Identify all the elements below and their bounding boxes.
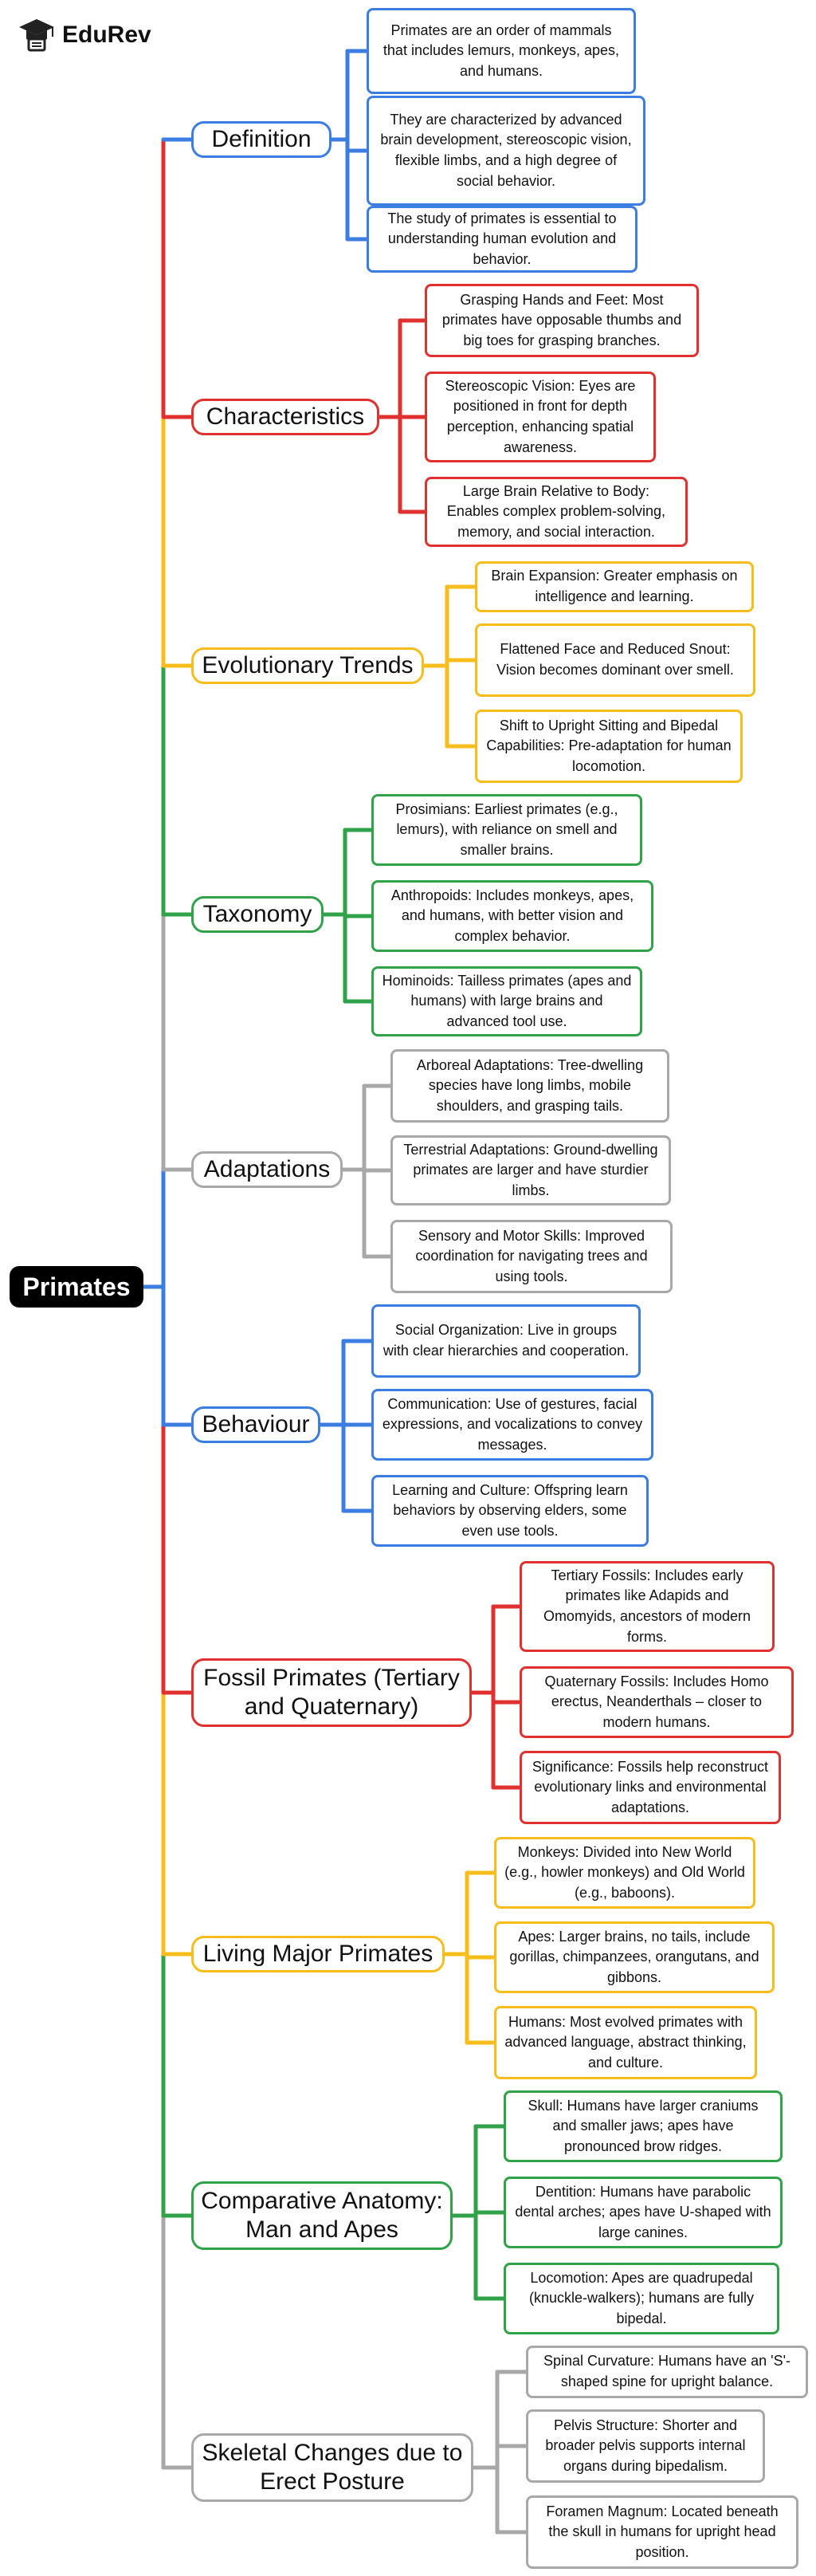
graduation-cap-icon [19, 19, 54, 52]
leaf-taxonomy-1: Prosimians: Earliest primates (e.g., lem… [371, 794, 642, 866]
leaf-characteristics-2: Stereoscopic Vision: Eyes are positioned… [425, 372, 656, 462]
leaf-evolutionary-trends-2: Flattened Face and Reduced Snout: Vision… [475, 623, 755, 697]
leaf-behaviour-3: Learning and Culture: Offspring learn be… [371, 1475, 649, 1547]
leaf-adaptations-3: Sensory and Motor Skills: Improved coord… [390, 1220, 673, 1293]
branch-skeletal-changes: Skeletal Changes due to Erect Posture [191, 2433, 473, 2502]
branch-fossil-primates: Fossil Primates (Tertiary and Quaternary… [191, 1658, 472, 1727]
branch-evolutionary-trends: Evolutionary Trends [191, 647, 424, 684]
leaf-evolutionary-trends-3: Shift to Upright Sitting and Bipedal Cap… [475, 710, 743, 783]
leaf-comparative-anatomy-1: Skull: Humans have larger craniums and s… [504, 2090, 783, 2162]
branch-definition: Definition [191, 121, 332, 158]
branch-adaptations: Adaptations [191, 1151, 343, 1188]
leaf-behaviour-1: Social Organization: Live in groups with… [371, 1304, 641, 1378]
leaf-adaptations-2: Terrestrial Adaptations: Ground-dwelling… [390, 1135, 671, 1205]
leaf-definition-3: The study of primates is essential to un… [367, 206, 638, 273]
leaf-comparative-anatomy-2: Dentition: Humans have parabolic dental … [504, 2177, 783, 2248]
leaf-skeletal-changes-1: Spinal Curvature: Humans have an 'S'-sha… [526, 2346, 808, 2398]
leaf-adaptations-1: Arboreal Adaptations: Tree-dwelling spec… [390, 1049, 669, 1123]
branch-comparative-anatomy: Comparative Anatomy: Man and Apes [191, 2181, 453, 2250]
leaf-skeletal-changes-3: Foramen Magnum: Located beneath the skul… [526, 2495, 798, 2569]
root-node: Primates [10, 1266, 143, 1308]
leaf-living-major-primates-2: Apes: Larger brains, no tails, include g… [494, 1921, 775, 1993]
leaf-taxonomy-3: Hominoids: Tailless primates (apes and h… [371, 966, 642, 1036]
branch-behaviour: Behaviour [191, 1406, 320, 1443]
leaf-evolutionary-trends-1: Brain Expansion: Greater emphasis on int… [475, 561, 754, 612]
leaf-characteristics-1: Grasping Hands and Feet: Most primates h… [425, 284, 699, 357]
leaf-comparative-anatomy-3: Locomotion: Apes are quadrupedal (knuckl… [504, 2263, 779, 2334]
branch-taxonomy: Taxonomy [191, 896, 324, 933]
leaf-definition-2: They are characterized by advanced brain… [367, 96, 645, 206]
leaf-fossil-primates-2: Quaternary Fossils: Includes Homo erectu… [520, 1666, 794, 1738]
leaf-taxonomy-2: Anthropoids: Includes monkeys, apes, and… [371, 880, 653, 952]
leaf-fossil-primates-3: Significance: Fossils help reconstruct e… [520, 1751, 781, 1824]
brand-name: EduRev [62, 22, 151, 48]
leaf-behaviour-2: Communication: Use of gestures, facial e… [371, 1389, 653, 1461]
leaf-living-major-primates-3: Humans: Most evolved primates with advan… [494, 2006, 757, 2079]
leaf-living-major-primates-1: Monkeys: Divided into New World (e.g., h… [494, 1837, 755, 1909]
brand-logo[interactable]: EduRev [18, 18, 151, 53]
leaf-skeletal-changes-2: Pelvis Structure: Shorter and broader pe… [526, 2409, 765, 2483]
branch-characteristics: Characteristics [191, 399, 379, 435]
branch-living-major-primates: Living Major Primates [191, 1936, 445, 1972]
leaf-definition-1: Primates are an order of mammals that in… [367, 8, 636, 94]
leaf-fossil-primates-1: Tertiary Fossils: Includes early primate… [520, 1561, 775, 1652]
leaf-characteristics-3: Large Brain Relative to Body: Enables co… [425, 477, 688, 547]
